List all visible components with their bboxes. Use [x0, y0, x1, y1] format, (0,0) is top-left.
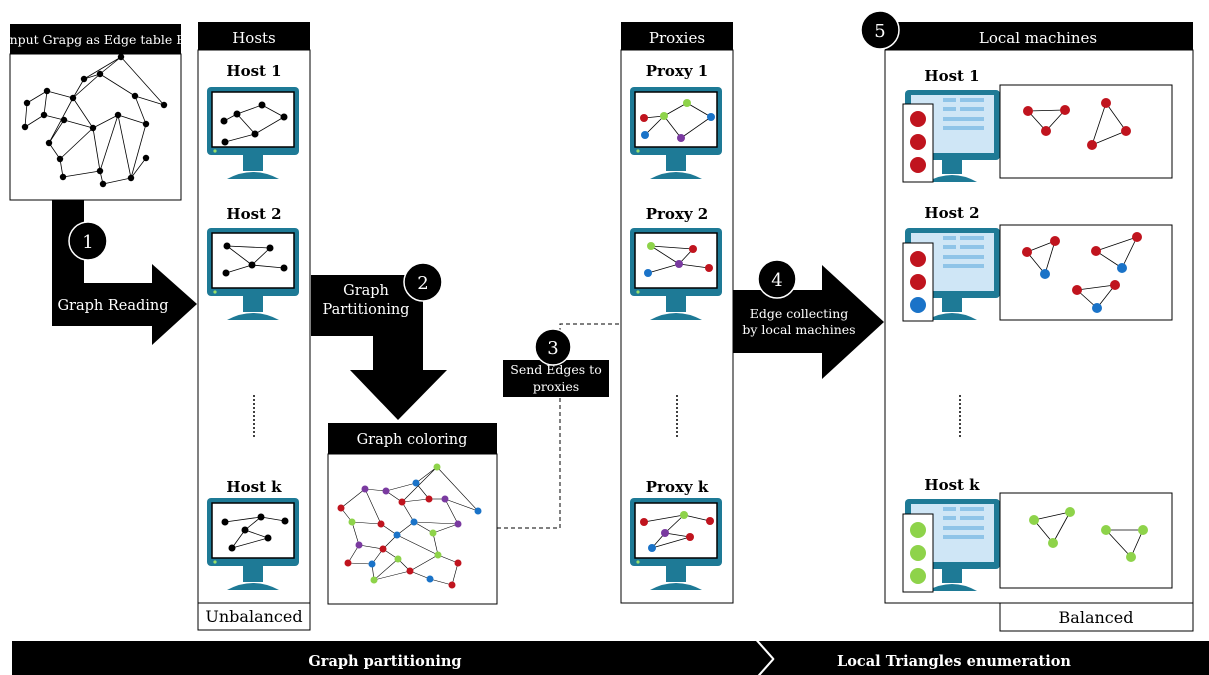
local-footer-balanced: Balanced	[1059, 608, 1134, 627]
graph-coloring-panel: Graph coloring	[327, 423, 498, 605]
input-title: Input Grapg as Edge table E	[5, 32, 186, 47]
step2-label-line1: Graph	[343, 283, 389, 299]
hosts-column: Hosts Unbalanced Host 1 Host 2 Host k	[197, 22, 311, 631]
step3-label-line1: Send Edges to	[510, 362, 601, 377]
step1-badge	[68, 221, 108, 261]
coloring-graph-nodes	[337, 463, 482, 589]
input-graph-panel: Input Grapg as Edge table E	[5, 24, 186, 201]
step1-graph-reading-arrow: 1 Graph Reading	[52, 200, 197, 345]
local-hostk-label: Host k	[924, 476, 980, 494]
hosts-footer-unbalanced: Unbalanced	[205, 607, 302, 626]
phase-right-label: Local Triangles enumeration	[837, 653, 1071, 670]
step1-label: Graph Reading	[57, 298, 168, 314]
step5-badge	[860, 10, 900, 50]
step4-edge-collecting-arrow: 4 Edge collecting by local machines	[733, 259, 884, 379]
local-host2-label: Host 2	[924, 204, 979, 222]
step4-label-line2: by local machines	[742, 322, 855, 337]
local-hostk-triangles	[999, 492, 1173, 589]
local-host1-label: Host 1	[924, 67, 979, 85]
phase-banner: Graph partitioning Local Triangles enume…	[12, 640, 1209, 675]
proxyk-label: Proxy k	[646, 478, 709, 496]
local-machines-header: Local machines	[979, 29, 1097, 47]
local-host1-triangles	[999, 84, 1173, 179]
local-host2-triangles	[999, 224, 1173, 321]
local-machines-panel: Local machines 5 Balanced Host 1 Host 2	[860, 10, 1194, 632]
step2-partitioning-arrow: 2 Graph Partitioning	[311, 262, 447, 420]
phase-graph-partitioning	[12, 641, 772, 675]
host1-label: Host 1	[226, 62, 281, 80]
step5-number: 5	[874, 21, 885, 42]
step2-label-line2: Partitioning	[323, 302, 410, 318]
graph-coloring-title: Graph coloring	[357, 432, 468, 448]
proxies-header: Proxies	[649, 29, 705, 47]
step4-label-line1: Edge collecting	[750, 306, 849, 321]
proxy1-label: Proxy 1	[646, 62, 709, 80]
input-graph-icon	[24, 56, 165, 185]
step2-badge	[403, 262, 443, 302]
proxies-column: Proxies Proxy 1 Proxy 2 Proxy k	[620, 22, 734, 604]
phase-local-triangles	[758, 641, 1209, 675]
step2-number: 2	[417, 273, 428, 294]
step3-number: 3	[547, 338, 558, 359]
step3-send-edges-connector: Send Edges to proxies 3	[497, 323, 622, 529]
host2-label: Host 2	[226, 205, 281, 223]
proxy2-label: Proxy 2	[646, 205, 709, 223]
step4-badge	[757, 259, 797, 299]
hostk-label: Host k	[226, 478, 282, 496]
step3-badge	[534, 328, 572, 366]
step1-number: 1	[82, 232, 93, 253]
hosts-header: Hosts	[232, 29, 276, 47]
step3-label-line2: proxies	[533, 379, 579, 394]
step4-number: 4	[771, 270, 782, 291]
input-graph-nodes	[21, 53, 168, 188]
phase-left-label: Graph partitioning	[308, 653, 461, 670]
